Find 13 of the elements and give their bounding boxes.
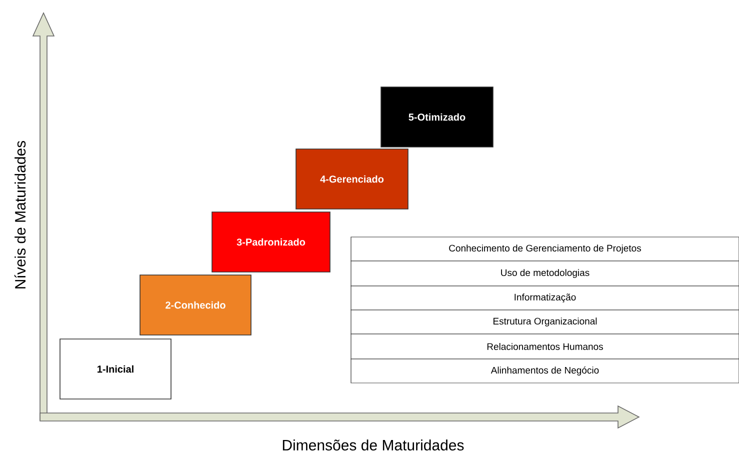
level-box: 1-Inicial — [60, 338, 172, 400]
level-box: 4-Gerenciado — [296, 148, 408, 210]
dimension-row: Conhecimento de Gerenciamento de Projetos — [350, 236, 739, 262]
dimension-row: Informatização — [350, 286, 739, 310]
level-box: 3-Padronizado — [212, 212, 330, 272]
dimension-row: Estrutura Organizacional — [350, 310, 739, 334]
dimension-row: Relacionamentos Humanos — [350, 334, 739, 360]
axis-label: Dimensões de Maturidades — [282, 439, 464, 450]
axis-label: Níveis de Maturidades — [14, 140, 26, 288]
level-box: 5-Otimizado — [380, 86, 494, 148]
dimension-row: Uso de metodologias — [350, 260, 739, 286]
dimension-row: Alinhamentos de Negócio — [350, 358, 739, 384]
level-box: 2-Conhecido — [140, 274, 252, 336]
